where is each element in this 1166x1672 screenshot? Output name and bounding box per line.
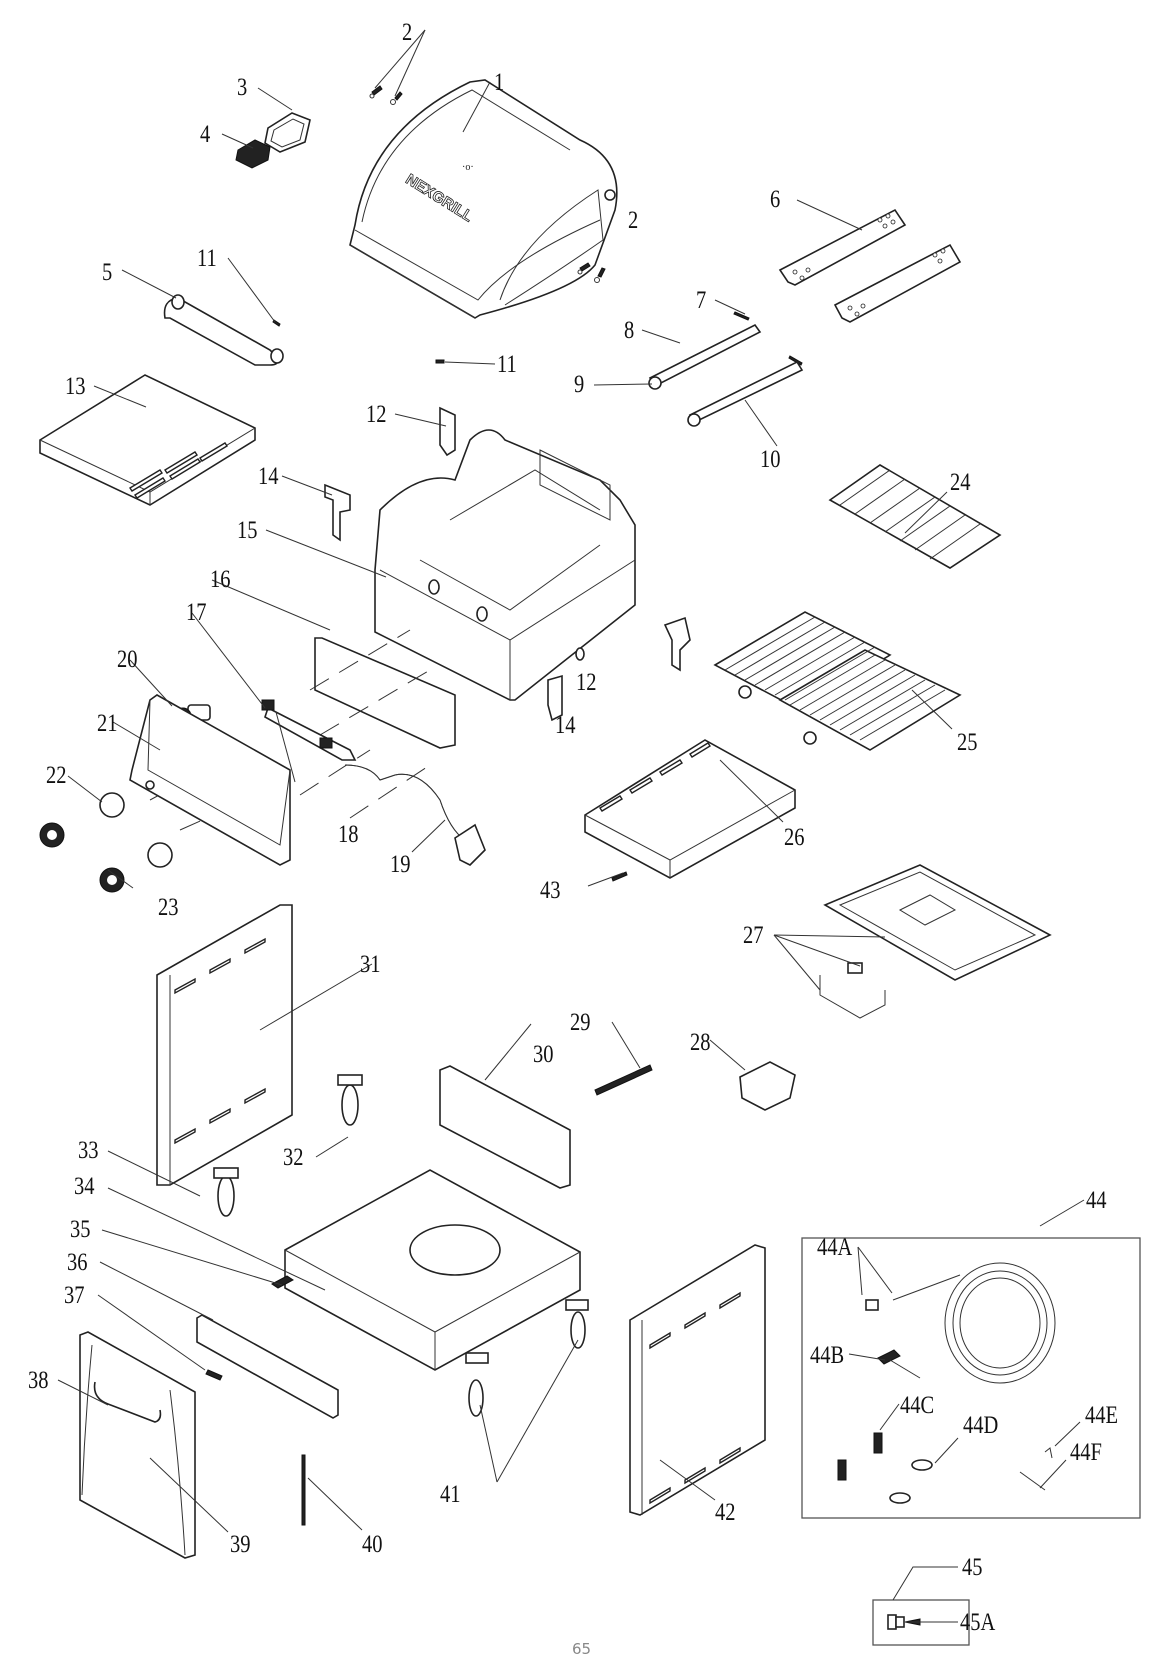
callout-36: 36 — [67, 1249, 88, 1276]
svg-text:·o·: ·o· — [462, 162, 474, 173]
callout-24: 24 — [950, 469, 971, 496]
callout-18: 18 — [338, 821, 359, 848]
callout-19: 19 — [390, 851, 411, 878]
part-left-cart-panel — [156, 904, 293, 1186]
callout-38: 38 — [28, 1367, 49, 1394]
part-burners — [648, 323, 804, 427]
callout-22: 22 — [46, 762, 67, 789]
callout-44c: 44C — [900, 1392, 935, 1419]
callout-27: 27 — [743, 922, 764, 949]
callout-2: 2 — [402, 19, 413, 46]
part-magnet — [205, 1369, 223, 1381]
callout-16: 16 — [210, 566, 231, 593]
part-bolt — [594, 1064, 653, 1096]
callout-40: 40 — [362, 1531, 383, 1558]
part-right-cart-panel — [629, 1244, 766, 1516]
callout-11: 11 — [197, 245, 217, 272]
part-control-panel — [129, 694, 291, 866]
callout-8: 8 — [624, 317, 635, 344]
callout-44a: 44A — [817, 1234, 853, 1261]
callout-6: 6 — [770, 186, 781, 213]
part-grease-tray — [819, 864, 1052, 1019]
leader-lines — [57, 29, 1085, 1601]
part-door — [79, 1331, 196, 1559]
callout-44: 44 — [1086, 1187, 1107, 1214]
callout-41: 41 — [440, 1481, 461, 1508]
callout-3: 3 — [237, 74, 248, 101]
part-grease-cup — [739, 1061, 796, 1111]
callout-28: 28 — [690, 1029, 711, 1056]
part-valves-manifold — [261, 699, 357, 761]
part-firebox — [374, 429, 636, 701]
conversion-kit-box — [801, 1237, 1141, 1519]
callout-43: 43 — [540, 877, 561, 904]
callout-33: 33 — [78, 1137, 99, 1164]
part-thermometer — [235, 112, 311, 169]
callout-2: 2 — [628, 207, 639, 234]
callout-17: 17 — [186, 599, 207, 626]
part-lid: NEXGRILL ·o· — [349, 79, 618, 319]
callout-10: 10 — [760, 446, 781, 473]
part-lid-handle — [163, 294, 284, 366]
callout-11: 11 — [497, 351, 517, 378]
callout-26: 26 — [784, 824, 805, 851]
callout-29: 29 — [570, 1009, 591, 1036]
callout-45: 45 — [962, 1554, 983, 1581]
part-heat-tents — [778, 208, 962, 323]
callout-14: 14 — [258, 463, 279, 490]
callout-15: 15 — [237, 517, 258, 544]
callout-34: 34 — [74, 1173, 95, 1200]
callout-1: 1 — [494, 69, 505, 96]
part-pin — [733, 311, 750, 321]
callout-25: 25 — [957, 729, 978, 756]
orifice-kit-box — [872, 1599, 970, 1646]
callout-37: 37 — [64, 1282, 85, 1309]
callout-30: 30 — [533, 1041, 554, 1068]
part-bracket — [663, 616, 691, 672]
callout-44d: 44D — [963, 1412, 999, 1439]
callout-44b: 44B — [810, 1342, 845, 1369]
part-warming-rack — [828, 464, 1002, 569]
part-door-pin — [301, 1454, 306, 1526]
callout-44e: 44E — [1085, 1402, 1119, 1429]
callout-4: 4 — [200, 121, 211, 148]
part-cooking-grates — [713, 611, 962, 751]
callout-12: 12 — [576, 669, 597, 696]
callout-13: 13 — [65, 373, 86, 400]
callout-44f: 44F — [1070, 1439, 1102, 1466]
page-number: 65 — [572, 1640, 592, 1658]
part-front-beam — [196, 1314, 339, 1419]
part-knobs — [39, 792, 173, 893]
callout-20: 20 — [117, 646, 138, 673]
part-right-shelf — [584, 739, 796, 879]
part-screw — [435, 359, 445, 364]
part-cart-base — [284, 1169, 581, 1371]
part-pin — [788, 355, 803, 366]
callout-14: 14 — [555, 712, 576, 739]
part-bracket — [324, 483, 351, 542]
callout-39: 39 — [230, 1531, 251, 1558]
callout-5: 5 — [102, 259, 113, 286]
part-bracket — [439, 406, 456, 457]
callout-12: 12 — [366, 401, 387, 428]
part-magnet — [271, 1275, 294, 1289]
part-regulator-hose — [344, 764, 486, 866]
callout-9: 9 — [574, 371, 585, 398]
part-left-shelf — [39, 374, 256, 506]
callout-31: 31 — [360, 951, 381, 978]
callout-35: 35 — [70, 1216, 91, 1243]
callout-32: 32 — [283, 1144, 304, 1171]
callout-21: 21 — [97, 710, 118, 737]
callout-45a: 45A — [960, 1609, 996, 1636]
part-casters — [213, 1074, 589, 1417]
callout-7: 7 — [696, 287, 707, 314]
callout-23: 23 — [158, 894, 179, 921]
callout-42: 42 — [715, 1499, 736, 1526]
part-rear-frame — [439, 1065, 571, 1189]
part-lid-screws — [369, 85, 606, 283]
part-bracket — [547, 674, 563, 722]
